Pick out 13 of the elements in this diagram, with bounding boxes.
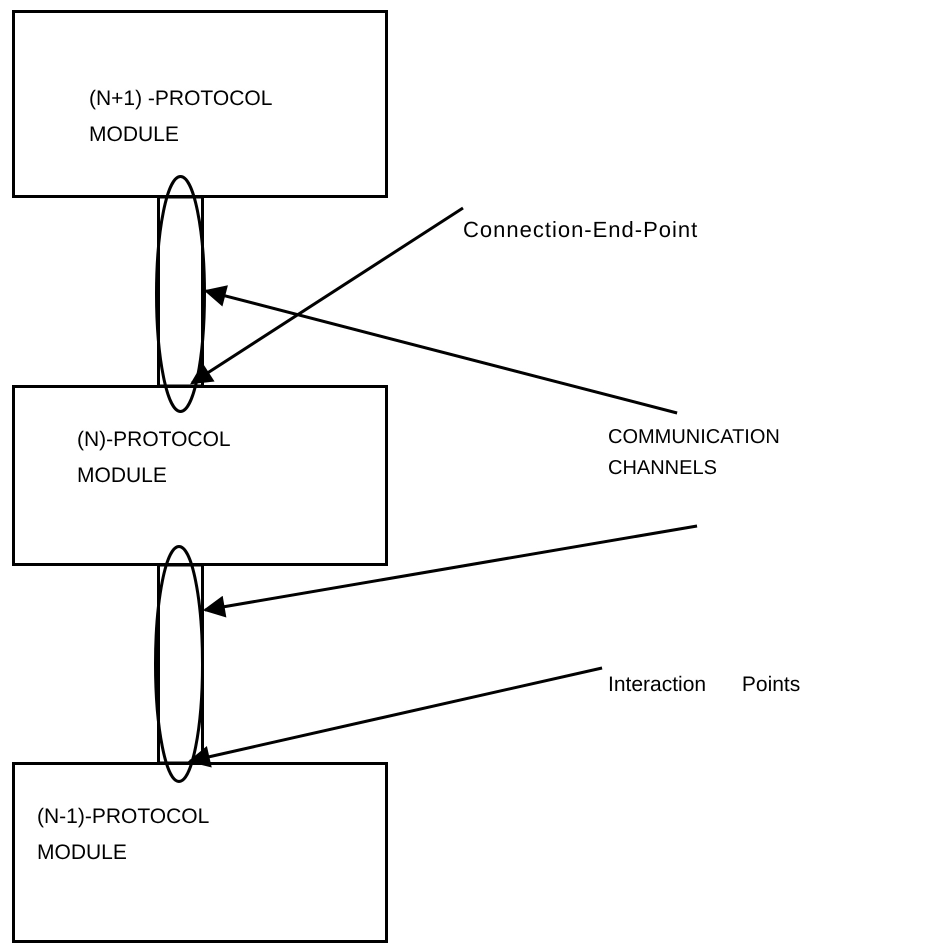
module-label: (N-1)-PROTOCOL MODULE: [37, 804, 210, 866]
leader-arrow: [190, 206, 464, 384]
leader-arrow: [204, 285, 678, 414]
module-box: [12, 10, 388, 198]
module-label: (N)-PROTOCOL MODULE: [77, 427, 231, 489]
module-box: [12, 762, 388, 943]
callout-text: COMMUNICATION CHANNELS: [608, 422, 818, 484]
callout-text: Interaction Points: [608, 671, 938, 699]
module-box: [12, 385, 388, 566]
callout-text: Connection-End-Point: [463, 216, 763, 244]
leader-arrow: [188, 666, 602, 768]
module-label: (N+1) -PROTOCOL MODULE: [89, 86, 273, 148]
leader-arrow: [202, 524, 698, 618]
